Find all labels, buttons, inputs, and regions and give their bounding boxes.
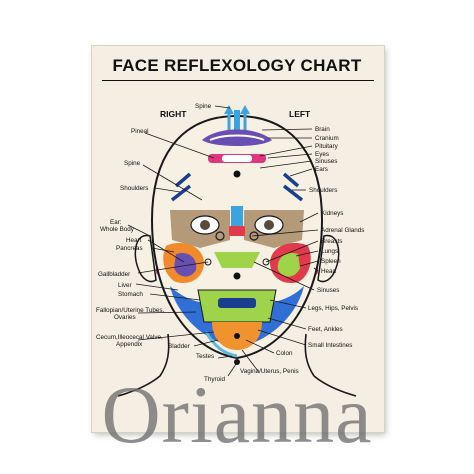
label-spine-top: Spine xyxy=(195,103,212,110)
leader-lines xyxy=(127,105,319,377)
pupil-right xyxy=(200,220,210,230)
pineal-zone xyxy=(222,155,252,162)
label-ear-whole-body-1: Ear: xyxy=(110,219,122,226)
label-pancreas: Pancreas xyxy=(116,245,143,252)
ear-left-side xyxy=(317,234,340,283)
label-ear-whole-body-2: Whole Body xyxy=(100,226,135,233)
third-eye-dot xyxy=(233,170,241,178)
label-fallopian-1: Fallopian/Uterine Tubes, xyxy=(96,307,165,314)
shoulder-left-outline xyxy=(117,375,161,397)
adrenal-dot-left xyxy=(249,231,259,241)
neck-left-outline xyxy=(159,333,170,377)
label-testes: Testes xyxy=(196,353,214,360)
label-shoulders-right: Shoulders xyxy=(120,185,148,192)
label-vagina: Vagina/Uterus, Penis xyxy=(240,368,299,375)
label-liver: Liver xyxy=(118,282,132,289)
shoulder-zone-left xyxy=(282,172,304,202)
shoulder-right-outline xyxy=(313,375,357,397)
label-thyroid: Thyroid xyxy=(204,376,225,383)
gallbladder-dot xyxy=(204,258,212,266)
brain-zone xyxy=(202,129,272,146)
label-colon: Colon xyxy=(276,350,293,357)
ear-right-side xyxy=(134,234,157,283)
label-adrenal: Adrenal Glands xyxy=(321,227,364,234)
cranium-line xyxy=(209,134,265,141)
label-sinuses-mid: Sinuses xyxy=(317,287,339,294)
side-label-right: RIGHT xyxy=(160,109,187,119)
chart-title: FACE REFLEXOLOGY CHART xyxy=(112,56,362,75)
neck-right-outline xyxy=(304,333,315,377)
label-fallopian-2: Ovaries xyxy=(114,314,136,321)
label-heart: Heart xyxy=(126,237,142,244)
label-legs: Legs, Hips, Pelvis xyxy=(308,305,358,312)
label-breasts: Breasts xyxy=(321,238,342,245)
colon-zone xyxy=(204,331,238,358)
spine-arrowhead-right xyxy=(224,105,234,114)
breast-dot xyxy=(262,258,270,266)
label-stomach: Stomach xyxy=(118,291,143,298)
sinus-zone xyxy=(214,252,260,268)
lip-dot xyxy=(233,272,241,280)
label-small-intestines: Small Intestines xyxy=(308,342,352,349)
label-feet: Feet, Ankles xyxy=(308,326,343,333)
label-shoulders-left: Shoulders xyxy=(309,187,337,194)
label-pineal: Pineal xyxy=(131,128,149,135)
spleen-zone xyxy=(277,252,300,277)
label-cranium: Cranium xyxy=(315,135,339,142)
label-lungs: Lungs xyxy=(321,248,338,255)
label-eyes: Eyes xyxy=(315,151,329,158)
adrenal-dot-right xyxy=(215,231,225,241)
small-intestine-zone xyxy=(218,298,256,308)
label-spine-side: Spine xyxy=(124,160,141,167)
label-sinuses-top: Sinuses xyxy=(315,158,337,165)
label-cecum-1: Cecum,Illeocecal Valve, xyxy=(96,334,163,341)
label-kidneys: Kidneys xyxy=(321,210,343,217)
label-pituitary: Pituitary xyxy=(315,143,339,150)
side-label-left: LEFT xyxy=(289,109,311,119)
label-ears: Ears xyxy=(315,166,328,173)
label-cecum-2: Appendix xyxy=(116,341,143,348)
watermark: Orianna xyxy=(101,369,373,460)
label-head: Head xyxy=(321,268,337,275)
spine-arrowhead-left xyxy=(240,105,250,114)
label-gallbladder: Gallbladder xyxy=(98,271,130,278)
thyroid-dot xyxy=(234,359,240,365)
label-brain: Brain xyxy=(315,126,330,133)
pupil-left xyxy=(264,220,274,230)
label-bladder: Bladder xyxy=(168,343,190,350)
title-underline xyxy=(102,80,374,81)
head-outline xyxy=(150,114,324,360)
adrenal-zone xyxy=(229,226,245,236)
chin-dot xyxy=(234,333,240,339)
shoulder-zone-right xyxy=(170,172,192,202)
spine-nose-zone xyxy=(231,206,243,226)
label-spleen: Spleen xyxy=(321,258,341,265)
spine-forehead-zone xyxy=(234,110,240,134)
